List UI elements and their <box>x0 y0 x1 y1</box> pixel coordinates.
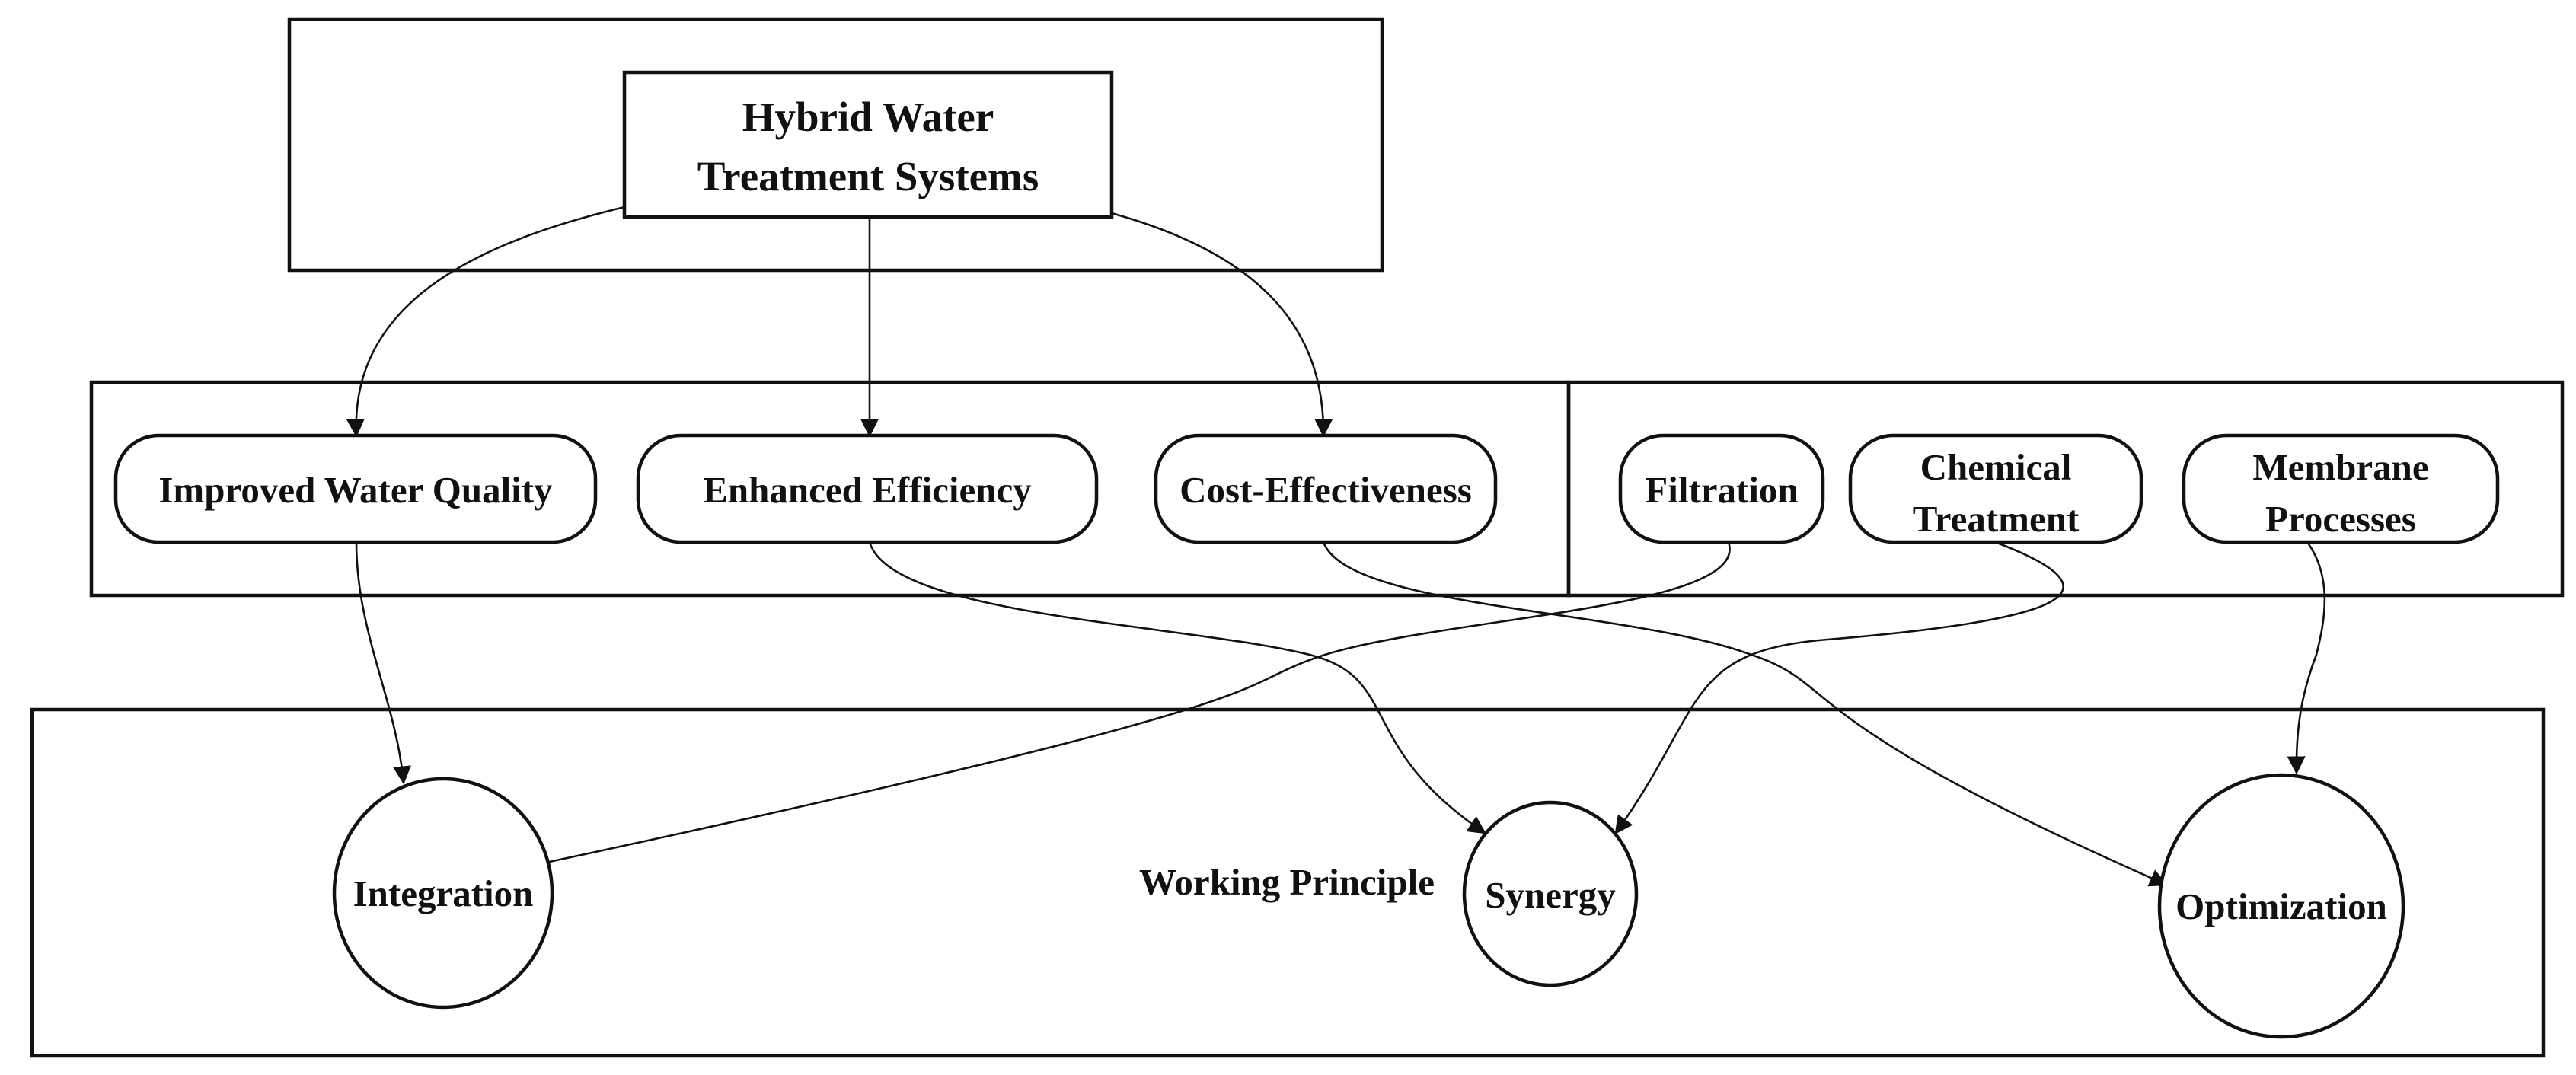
node-synergy-circle <box>1462 800 1639 987</box>
edge-efficiency-to-synergy <box>868 541 1486 834</box>
edge-root-to-cost <box>1111 212 1333 438</box>
node-filtration-box <box>1618 433 1825 544</box>
node-optimization: Optimization <box>2157 773 2405 1039</box>
working-principle-cluster-frame <box>30 707 2546 1058</box>
node-improved-water-quality-box <box>113 433 598 544</box>
node-optimization-circle <box>2157 773 2405 1039</box>
node-membrane-processes-label-line2: Processes <box>2265 498 2416 540</box>
node-filtration-label: Filtration <box>1645 469 1798 511</box>
edge-root-to-quality <box>346 206 625 438</box>
node-membrane-processes-box <box>2182 433 2500 544</box>
processes-cluster-frame <box>1566 380 2565 598</box>
node-integration-label: Integration <box>353 872 534 914</box>
node-filtration: Filtration <box>1618 433 1825 544</box>
root-title-line2: Treatment Systems <box>697 153 1039 199</box>
working-principle-label: Working Principle <box>1139 861 1435 903</box>
node-optimization-label: Optimization <box>2175 885 2387 927</box>
edge-cost-to-optimization <box>1322 541 2169 887</box>
node-integration: Integration <box>332 777 554 1010</box>
edge-chemical-to-synergy <box>1614 541 2064 834</box>
node-integration-circle <box>332 777 554 1010</box>
node-chemical-treatment: Chemical Treatment <box>1848 433 2143 544</box>
edge-filtration-to-integration <box>512 541 1731 876</box>
node-enhanced-efficiency-label: Enhanced Efficiency <box>703 469 1032 511</box>
node-improved-water-quality-label: Improved Water Quality <box>158 469 553 511</box>
node-cost-effectiveness-label: Cost-Effectiveness <box>1179 469 1472 511</box>
node-synergy-label: Synergy <box>1485 874 1616 916</box>
node-membrane-processes-label-line1: Membrane <box>2252 446 2428 488</box>
node-chemical-treatment-label-line2: Treatment <box>1913 498 2080 540</box>
node-membrane-processes: Membrane Processes <box>2182 433 2500 544</box>
root-title-line1: Hybrid Water <box>742 94 994 140</box>
node-enhanced-efficiency: Enhanced Efficiency <box>636 433 1099 544</box>
edge-quality-to-integration <box>355 541 411 785</box>
node-chemical-treatment-label-line1: Chemical <box>1920 446 2072 488</box>
root-node: Hybrid Water Treatment Systems <box>622 70 1114 219</box>
node-chemical-treatment-box <box>1848 433 2143 544</box>
root-node-box <box>622 70 1114 219</box>
node-cost-effectiveness: Cost-Effectiveness <box>1154 433 1498 544</box>
node-enhanced-efficiency-box <box>636 433 1099 544</box>
node-improved-water-quality: Improved Water Quality <box>113 433 598 544</box>
node-cost-effectiveness-box <box>1154 433 1498 544</box>
root-cluster-frame <box>287 17 1384 273</box>
node-synergy: Synergy <box>1462 800 1639 987</box>
edges <box>346 206 2326 887</box>
edge-membrane-to-optimization <box>2287 541 2326 775</box>
